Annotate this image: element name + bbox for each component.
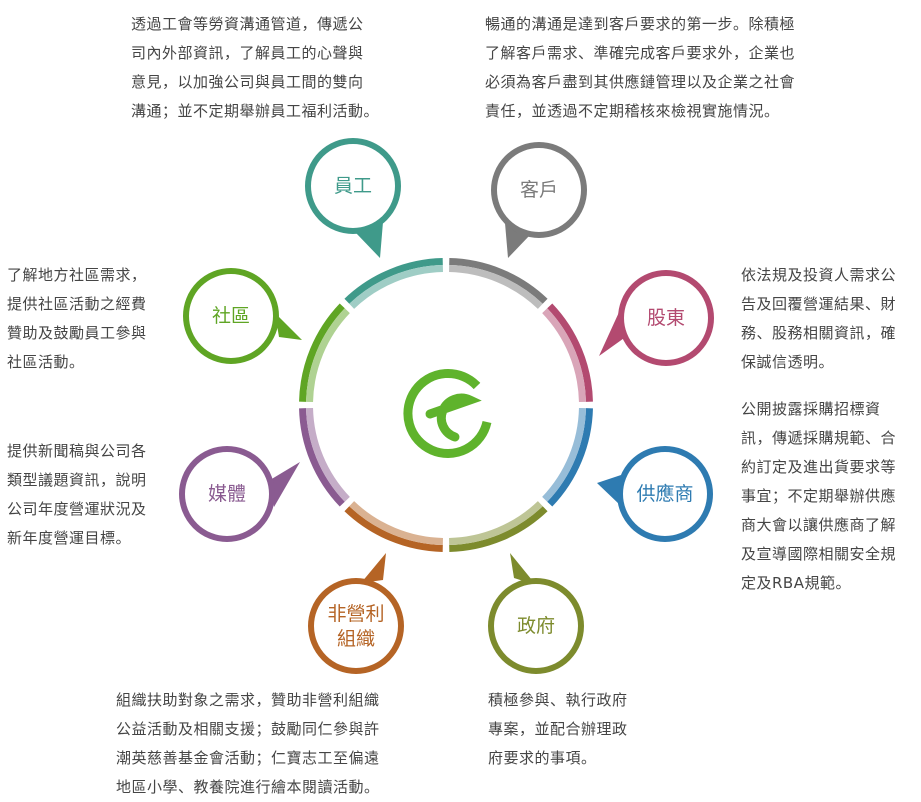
bubble-media-circle	[179, 446, 275, 542]
bubble-customer-label: 客戶	[520, 179, 558, 201]
bubble-nonprofit: 非營利組織	[308, 553, 404, 674]
ring-segment-customer-inner	[449, 265, 543, 309]
bubble-nonprofit-circle	[308, 578, 404, 674]
bubble-media: 媒體	[179, 446, 300, 542]
ring-segment-media-outer	[299, 408, 345, 507]
bubble-community-label: 社區	[212, 305, 250, 327]
bubble-employee: 員工	[305, 138, 401, 258]
bubble-government-pointer	[510, 553, 536, 585]
bubble-government-label: 政府	[517, 615, 555, 637]
bubble-employee-circle	[305, 138, 401, 234]
ring-segment-shareholder-outer	[547, 303, 593, 402]
ring-segment-government-inner	[449, 501, 543, 545]
logo-inner-stroke	[425, 393, 482, 442]
bubble-nonprofit-pointer	[361, 553, 386, 583]
ring-segment-nonprofit-inner	[349, 501, 443, 545]
media-description: 提供新聞稿與公司各 類型議題資訊，說明 公司年度營運狀況及 新年度營運目標。	[7, 442, 147, 547]
stakeholder-ring	[299, 258, 593, 552]
bubble-supplier-label: 供應商	[636, 482, 693, 505]
bubble-media-label: 媒體	[208, 483, 246, 505]
bubble-supplier-circle	[617, 446, 713, 542]
ring-segment-supplier-inner	[542, 408, 586, 502]
employee-description: 透過工會等勞資溝通管道，傳遞公 司內外部資訊，了解員工的心聲與 意見，以加強公司…	[131, 15, 380, 120]
ring-segment-media-inner	[306, 408, 350, 502]
bubble-community-circle	[183, 268, 279, 364]
ring-segment-government-outer	[449, 506, 548, 552]
bubble-customer-pointer	[505, 223, 530, 258]
ring-segment-employee-outer	[344, 258, 443, 304]
logo-outer-arc	[403, 368, 492, 458]
nonprofit-description: 組織扶助對象之需求，贊助非營利組織 公益活動及相關支援；鼓勵同仁參與許 潮英慈善…	[116, 691, 380, 796]
shareholder-description: 依法規及投資人需求公 告及回覆營運結果、財 務、股務相關資訊，確 保誠信透明。	[741, 266, 897, 371]
bubble-community-pointer	[275, 313, 302, 340]
bubble-customer-circle	[491, 142, 587, 238]
bubble-nonprofit-label-line2: 組織	[337, 628, 375, 650]
bubble-employee-label: 員工	[334, 175, 372, 197]
ring-segment-community-outer	[299, 303, 345, 402]
bubble-supplier: 供應商	[597, 446, 713, 542]
bubble-government: 政府	[488, 553, 584, 674]
ring-segment-nonprofit-outer	[344, 506, 443, 552]
government-description: 積極參與、執行政府 專案，並配合辦理政 府要求的事項。	[488, 691, 628, 767]
bubble-shareholder-label: 股東	[647, 307, 685, 329]
ring-segment-customer-outer	[449, 258, 548, 304]
bubble-community: 社區	[183, 268, 302, 364]
bubble-media-pointer	[270, 462, 300, 507]
community-description: 了解地方社區需求， 提供社區活動之經費 贊助及鼓勵員工參與 社區活動。	[7, 266, 147, 371]
ring-segment-employee-inner	[349, 265, 443, 309]
bubble-customer: 客戶	[491, 142, 587, 258]
bubble-government-circle	[488, 578, 584, 674]
bubble-nonprofit-label-line1: 非營利	[327, 603, 384, 625]
ring-segment-community-inner	[306, 308, 350, 402]
bubble-shareholder: 股東	[599, 270, 714, 366]
company-e-logo-icon	[403, 368, 492, 458]
customer-description: 暢通的溝通是達到客戶要求的第一步。除積極 了解客戶需求、準確完成客戶要求外，企業…	[485, 15, 796, 120]
ring-segment-shareholder-inner	[542, 308, 586, 402]
bubble-shareholder-circle	[618, 270, 714, 366]
supplier-description: 公開披露採購招標資 訊，傳遞採購規範、合 約訂定及進出貨要求等 事宜；不定期舉辦…	[741, 400, 897, 592]
bubble-supplier-pointer	[597, 475, 621, 505]
ring-segment-supplier-outer	[547, 408, 593, 507]
